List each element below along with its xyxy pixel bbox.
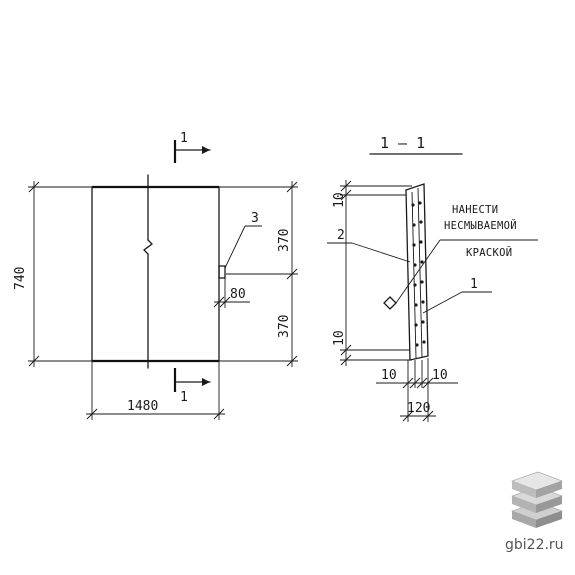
section-inner-edge (411, 191, 417, 359)
tick-lug-right (219, 296, 231, 308)
dim-lug-offset: 80 (230, 287, 246, 302)
tick-lug-left (213, 296, 225, 308)
dim-sec-left-thickness: 10 (381, 368, 397, 383)
watermark-text: gbi22.ru (505, 537, 564, 553)
section-arrowhead-bottom (202, 378, 210, 386)
rebar-dots (411, 201, 426, 347)
tick-height-top (28, 181, 40, 193)
tick-th-1 (402, 377, 414, 389)
tick-th-4 (422, 377, 434, 389)
tick-width-right (213, 408, 225, 420)
note-line-2: НЕСМЫВАЕМОЙ (444, 219, 517, 232)
tick-th-2 (409, 377, 421, 389)
dim-height-lower: 370 (277, 315, 292, 338)
lug (218, 265, 226, 279)
dim-sec-top: 10 (332, 192, 347, 208)
dim-sec-bottom: 10 (332, 330, 347, 346)
callout-plate-leader (422, 291, 463, 314)
dim-sec-total-width: 120 (407, 401, 430, 416)
watermark-logo: gbi22.ru (505, 471, 564, 553)
callout-lug-leader (224, 225, 246, 269)
tick-th-3 (416, 377, 428, 389)
section-panel (405, 183, 429, 361)
tick-right-mid (286, 268, 298, 280)
callout-bar: 2 (337, 228, 345, 243)
stacked-slabs-icon (511, 471, 563, 528)
tick-sec-4 (340, 354, 352, 366)
panel-outline (91, 186, 220, 362)
tick-sec-2 (340, 189, 352, 201)
dim-sec-right-thickness: 10 (432, 368, 448, 383)
dim-width-total: 1480 (127, 399, 158, 414)
tick-right-top (286, 181, 298, 193)
tick-sec-1 (340, 180, 352, 192)
section-arrowhead-top (202, 146, 210, 154)
front-view: 1 1 740 1480 370 370 (13, 131, 298, 420)
section-mark-top: 1 (180, 131, 188, 146)
section-view: 1 — 1 НАНЕСТИ НЕСМ (327, 134, 538, 422)
tick-width-left (86, 408, 98, 420)
callout-lug: 3 (251, 211, 259, 226)
section-mark-bottom: 1 (180, 390, 188, 405)
axis-break-mark (143, 239, 153, 255)
tick-sec-3 (340, 344, 352, 356)
marking-diamond (383, 296, 397, 310)
tick-right-bottom (286, 355, 298, 367)
note-line-3: КРАСКОЙ (466, 246, 512, 259)
tick-tot-2 (422, 410, 434, 422)
section-title: 1 — 1 (380, 134, 425, 152)
callout-plate: 1 (470, 277, 478, 292)
dim-height-total: 740 (13, 267, 28, 290)
callout-bar-leader (351, 242, 411, 263)
dim-height-upper: 370 (277, 229, 292, 252)
tick-height-bottom (28, 355, 40, 367)
tick-tot-1 (402, 410, 414, 422)
section-inner-edge-2 (417, 187, 423, 358)
note-line-1: НАНЕСТИ (452, 204, 498, 216)
marking-leader (395, 239, 441, 304)
